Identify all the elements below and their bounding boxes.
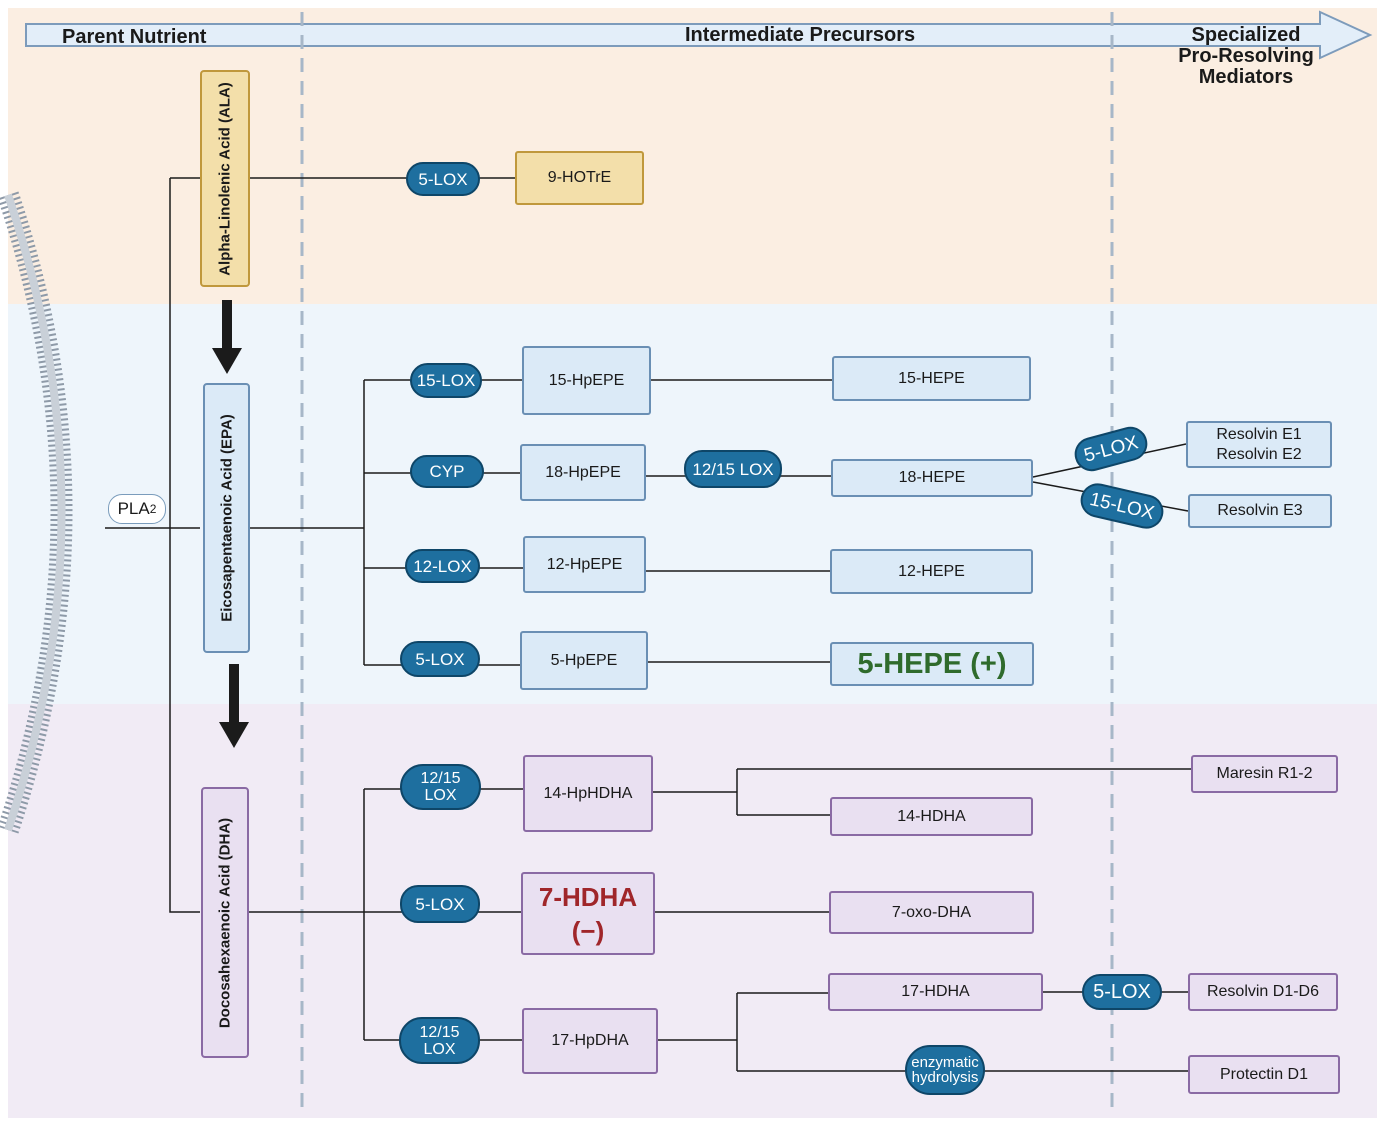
9-hotre-node: 9-HOTrE (515, 151, 644, 205)
resolvin-e2-label: Resolvin E2 (1216, 445, 1302, 463)
timeline-arrow (25, 10, 1373, 60)
5-hpepe-node: 5-HpEPE (520, 631, 648, 690)
14-hdha-node: 14-HDHA (830, 797, 1033, 836)
epa-box: Eicosapentaenoic Acid (EPA) (203, 383, 250, 653)
spm-heading-line1: Specialized (1191, 24, 1301, 46)
enzyme-line1: enzymatic (911, 1054, 979, 1071)
pla-main: PLA (117, 499, 150, 518)
spm-heading-line2: Pro-Resolving (1178, 45, 1314, 67)
dha-label: Docosahexaenoic Acid (DHA) (216, 817, 234, 1028)
17-hdha-node: 17-HDHA (828, 973, 1043, 1011)
dha-box: Docosahexaenoic Acid (DHA) (201, 787, 249, 1058)
enzyme-line1: 12/15 (420, 770, 461, 787)
7-oxo-dha-node: 7-oxo-DHA (829, 891, 1034, 934)
18-hpepe-node: 18-HpEPE (520, 444, 646, 501)
epa-label: Eicosapentaenoic Acid (EPA) (218, 414, 235, 622)
epa-cyp-enzyme: CYP (410, 455, 484, 488)
cell-membrane-icon (0, 191, 73, 834)
enzyme-line2: hydrolysis (911, 1069, 979, 1086)
enzyme-line2: LOX (423, 1040, 456, 1058)
ala-label: Alpha-Linolenic Acid (ALA) (216, 81, 234, 276)
dha-5-lox-enzyme: 5-LOX (400, 885, 480, 923)
12-hepe-node: 12-HEPE (830, 549, 1033, 594)
parent-nutrient-heading: Parent Nutrient (62, 26, 207, 48)
intermediate-precursors-heading: Intermediate Precursors (685, 24, 916, 46)
epa-5-lox-enzyme: 5-LOX (400, 641, 480, 677)
spm-heading-line3: Mediators (1198, 66, 1294, 88)
enzyme-line1: 12/15 (419, 1023, 460, 1041)
resolvin-e1-label: Resolvin E1 (1216, 425, 1302, 443)
resolvin-e1-e2-node: Resolvin E1 Resolvin E2 (1186, 421, 1332, 468)
7-hdha-sign: (−) (571, 915, 605, 946)
spm-heading: Specialized Pro-Resolving Mediators (1166, 25, 1326, 88)
7-hdha-node: 7-HDHA (−) (521, 872, 655, 955)
14-hphdha-node: 14-HpHDHA (523, 755, 653, 832)
epa-12-15-lox-enzyme: 12/15 LOX (684, 450, 782, 488)
ala-box: Alpha-Linolenic Acid (ALA) (200, 70, 250, 287)
enzyme-line2: LOX (424, 787, 457, 804)
resolvin-d-node: Resolvin D1-D6 (1188, 973, 1338, 1011)
5-hepe-label: 5-HEPE (+) (857, 647, 1007, 680)
5-hepe-node: 5-HEPE (+) (830, 642, 1034, 686)
resolvin-e3-node: Resolvin E3 (1188, 494, 1332, 528)
18-hepe-node: 18-HEPE (831, 459, 1033, 497)
pla-subscript: 2 (149, 502, 157, 516)
maresin-node: Maresin R1-2 (1191, 755, 1338, 793)
resolvin-d-5-lox-enzyme: 5-LOX (1082, 974, 1162, 1010)
15-hpepe-node: 15-HpEPE (522, 346, 651, 415)
12-hpepe-node: 12-HpEPE (523, 536, 646, 593)
epa-15-lox-enzyme: 15-LOX (410, 363, 482, 398)
17-hpdha-node: 17-HpDHA (522, 1008, 658, 1074)
epa-12-lox-enzyme: 12-LOX (405, 549, 480, 583)
15-hepe-node: 15-HEPE (832, 356, 1031, 401)
ala-5-lox-enzyme: 5-LOX (406, 162, 480, 196)
7-hdha-label: 7-HDHA (538, 881, 638, 912)
protectin-d1-node: Protectin D1 (1188, 1055, 1340, 1094)
